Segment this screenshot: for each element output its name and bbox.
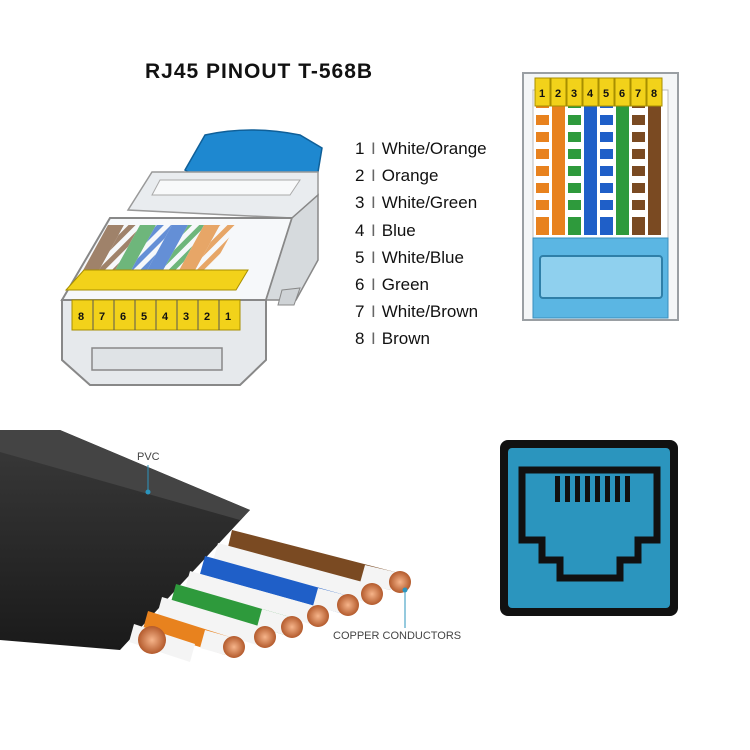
- pin-number: 6: [355, 274, 365, 294]
- pin-number: 2: [355, 166, 365, 186]
- front-pin-number: 8: [651, 88, 657, 100]
- separator: I: [371, 139, 376, 158]
- wire-color-label: Orange: [381, 166, 439, 186]
- front-pin-number: 5: [603, 88, 609, 100]
- side-pin-number: 7: [99, 311, 105, 323]
- front-pin-number: 3: [571, 88, 577, 100]
- wire-color-label: Blue: [381, 220, 416, 240]
- copper-conductors-callout: COPPER CONDUCTORS: [333, 630, 461, 642]
- plug-latch: [91, 347, 223, 371]
- plug-latch-window: [539, 255, 663, 299]
- front-pin-number: 6: [619, 88, 625, 100]
- separator: I: [371, 220, 376, 240]
- rj45-plug-front: 1 2 3 4 5 6 7 8: [522, 72, 679, 321]
- side-pin-number: 5: [141, 311, 147, 323]
- wire-color-label: White/Green: [381, 193, 478, 213]
- front-pin-number: 7: [635, 88, 641, 100]
- cable-conductors: [129, 530, 411, 662]
- pin-number: 4: [355, 220, 365, 240]
- front-pin-number: 1: [539, 88, 545, 100]
- rj45-plug-perspective: 8 7 6 5 4 3 2 1: [60, 129, 323, 386]
- wire-color-label: White/Orange: [381, 139, 487, 158]
- pin-number: 3: [355, 193, 365, 213]
- pin-number: 5: [355, 247, 365, 267]
- front-pin-number: 2: [555, 88, 561, 100]
- side-pin-number: 2: [204, 311, 210, 323]
- pin-number: 1: [355, 139, 365, 158]
- pin-number: 8: [355, 329, 365, 349]
- diagram-title: RJ45 PINOUT T-568B: [145, 60, 374, 83]
- wire-color-label: White/Blue: [381, 247, 464, 267]
- flat-ethernet-cable: PVC COPPER CONDUCTORS: [0, 430, 461, 662]
- side-pin-number: 3: [183, 311, 189, 323]
- pvc-callout: PVC: [137, 451, 160, 463]
- separator: I: [371, 247, 376, 267]
- side-pin-number: 1: [225, 311, 231, 323]
- wire-color-label: White/Brown: [381, 302, 479, 322]
- separator: I: [371, 302, 376, 322]
- wire-color-label: Brown: [381, 329, 430, 349]
- pin-number: 7: [355, 302, 365, 322]
- front-pin-number: 4: [587, 88, 594, 100]
- separator: I: [371, 166, 376, 186]
- side-pin-number: 8: [78, 311, 84, 323]
- separator: I: [371, 329, 376, 349]
- side-pin-number: 4: [162, 311, 169, 323]
- jack-port-outline: [518, 466, 661, 582]
- separator: I: [371, 274, 376, 294]
- rj45-jack-icon: [500, 440, 678, 616]
- wire-color-label: Green: [381, 274, 429, 294]
- plug-front-wires: [536, 100, 661, 235]
- separator: I: [371, 193, 376, 213]
- side-pin-number: 6: [120, 311, 126, 323]
